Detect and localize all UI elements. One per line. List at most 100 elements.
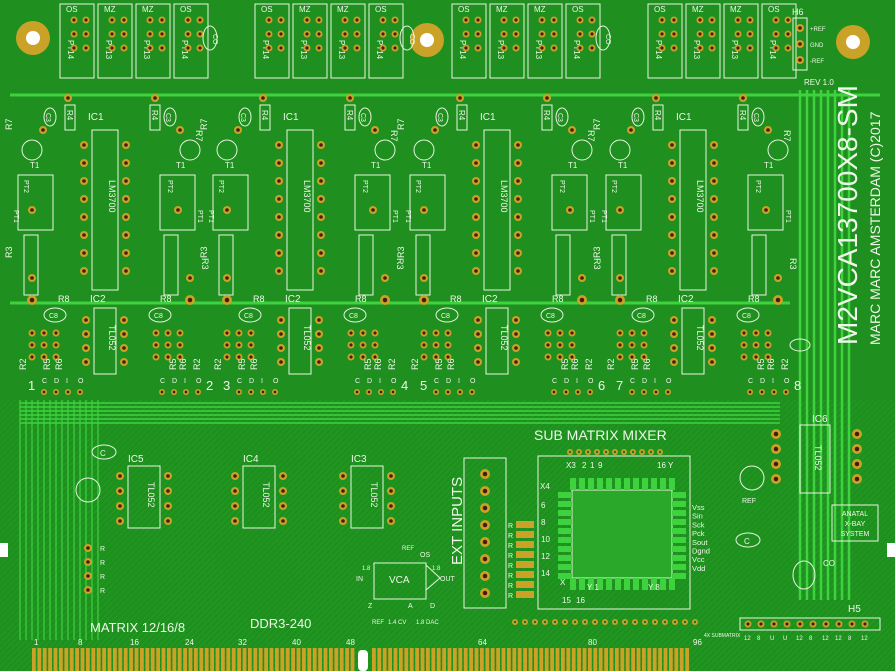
pad-hole: [798, 26, 802, 30]
pad-hole: [630, 355, 634, 359]
c3-label: C3: [556, 113, 563, 122]
ground-hatch: [163, 370, 465, 671]
pot-part-label: PT13: [692, 40, 701, 60]
sub-matrix-top-label: 16 Y: [657, 461, 674, 470]
pad-hole: [317, 46, 321, 50]
pad-hole: [371, 208, 375, 212]
r4-label: R4: [260, 110, 269, 121]
via-hole: [583, 620, 587, 624]
r3-label: R3: [4, 246, 14, 258]
chip-pin-top: [633, 478, 639, 490]
gold-finger: [544, 648, 549, 671]
gold-finger: [550, 648, 554, 671]
gold-finger: [318, 648, 322, 671]
pad-hole: [552, 390, 556, 394]
vca-z: Z: [368, 603, 373, 610]
pad-hole: [148, 46, 152, 50]
ground-hatch: [157, 370, 459, 671]
capacitor-c3: [238, 107, 252, 127]
pad-hole: [153, 96, 157, 100]
ground-hatch: [703, 479, 895, 671]
gold-finger: [118, 648, 123, 671]
sub-matrix-pin-label: Pck: [692, 529, 705, 538]
connector-pin-label: 1: [34, 638, 39, 647]
ground-hatch: [679, 455, 895, 671]
ground-hatch: [0, 370, 111, 482]
pt-label: PT1: [588, 210, 595, 223]
gold-finger: [474, 648, 479, 671]
gold-finger: [658, 648, 662, 671]
ground-hatch: [169, 370, 471, 671]
capacitor-c3: [555, 107, 569, 127]
r7-label: R7: [389, 130, 399, 142]
r6-label: R6: [642, 358, 652, 370]
capacitor-c8: [343, 307, 367, 323]
pot-label: OS: [66, 5, 78, 14]
via-hole: [593, 620, 597, 624]
chip-pin-top: [588, 478, 594, 490]
pad-hole: [154, 343, 158, 347]
chip-pin-top: [651, 478, 657, 490]
pad-hole: [349, 331, 353, 335]
chip-pin-bottom: [588, 578, 594, 590]
chip-pin-left: [558, 528, 572, 534]
pad-hole: [30, 276, 34, 280]
pad-hole: [367, 390, 371, 394]
pad-hole: [178, 331, 182, 335]
capacitor-c3: [751, 107, 765, 127]
pad-hole: [476, 18, 480, 22]
pad-hole: [514, 32, 518, 36]
c8-label: C8: [742, 313, 751, 320]
c3-label: C3: [752, 113, 759, 122]
pad-hole: [84, 346, 88, 350]
pad-hole: [482, 522, 488, 528]
chip-pin-right: [672, 519, 686, 525]
pad-hole: [54, 355, 58, 359]
pad-hole: [670, 197, 674, 201]
matrix-ic-outline: [242, 465, 276, 529]
ground-hatch: [0, 370, 261, 632]
pad-hole: [785, 622, 789, 626]
pad-hole: [854, 476, 860, 482]
ic1-label: IC1: [88, 112, 104, 123]
pad-hole: [166, 355, 170, 359]
gold-finger: [669, 648, 673, 671]
connector-pin-label: 8: [78, 638, 83, 647]
h5-pin-label: 12: [796, 636, 803, 642]
pad-hole: [84, 360, 88, 364]
connector-pin-label: 64: [478, 638, 487, 647]
resistor-r3: [415, 234, 431, 296]
pad-hole: [29, 297, 35, 303]
capacitor-c: [735, 532, 761, 548]
vca-ref2: REF: [372, 620, 384, 626]
pad-hole: [630, 390, 634, 394]
pad-hole: [317, 332, 321, 336]
resistor-pad: [516, 541, 534, 548]
chip-pin-left: [558, 510, 572, 516]
logo-text: SYSTEM: [841, 531, 870, 538]
h5-pin-label: 12: [861, 636, 868, 642]
trimmer-pot: [685, 3, 721, 79]
pad-hole: [343, 18, 347, 22]
pad-hole: [854, 431, 860, 437]
chip-pin-bottom: [597, 578, 603, 590]
gold-finger: [91, 648, 96, 671]
chip-pin-bottom: [570, 578, 576, 590]
ground-hatch: [0, 370, 129, 500]
trimmer-pot: [368, 3, 404, 79]
gold-finger: [150, 648, 155, 671]
r2-label: R2: [192, 358, 202, 370]
capacitor-c3: [43, 107, 57, 127]
pot-label: OS: [654, 5, 666, 14]
ground-hatch: [283, 370, 585, 671]
pin-label: D: [446, 378, 451, 385]
submatrix-label: 4X SUBMATRIX: [704, 633, 741, 639]
pad-hole: [774, 18, 778, 22]
pad-hole: [516, 269, 520, 273]
pad-hole: [124, 233, 128, 237]
pin-label: O: [391, 378, 397, 385]
pad-hole: [279, 18, 283, 22]
resistor-r3: [611, 234, 627, 296]
ground-hatch: [541, 370, 843, 671]
pad-hole: [82, 143, 86, 147]
